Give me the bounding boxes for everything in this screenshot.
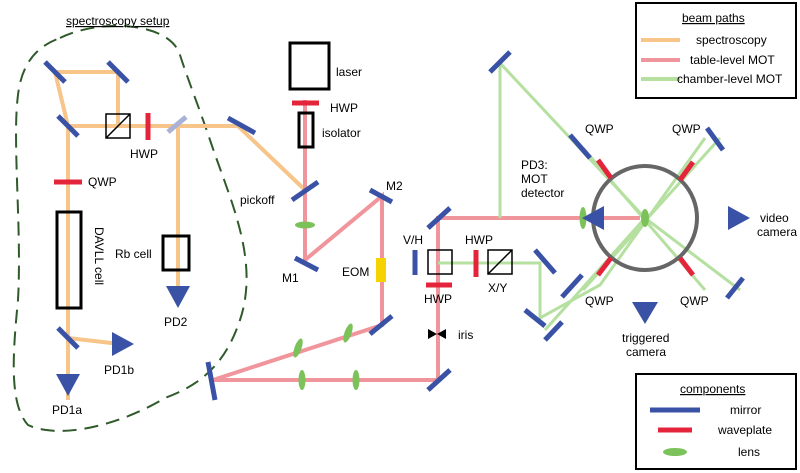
lens-table-4 [352,370,360,390]
detectors [56,206,750,396]
mirror-spec-left [56,114,80,138]
label-qwp-tr: QWP [672,122,701,136]
mirror-bottom-left [205,361,218,401]
label-laser: laser [336,65,362,79]
label-qwp-tl: QWP [585,122,614,136]
mirror-spec-tr [106,60,130,84]
mirror-pickoff-top [226,115,257,136]
legend-components: components mirror waveplate lens [635,373,797,470]
label-pd3-line3: detector [521,186,564,200]
legend-label-mirror: mirror [730,403,761,417]
mirror-qwp-bl [560,273,584,299]
mirror-xy-bottom [523,308,547,328]
label-hwp-top: HWP [465,233,493,247]
mirror-qwp-tl [568,133,592,160]
label-pd1b: PD1b [104,363,134,377]
triggered-camera-icon [632,302,658,324]
legend-label-chamber-mot: chamber-level MOT [677,72,783,86]
mirror-qwp-tr [704,126,726,152]
waveplate-qwp-tr [677,160,696,182]
label-pd3-line2: MOT [521,172,548,186]
label-trig-line2: camera [626,345,666,359]
label-davll: DAVLL cell [92,227,106,285]
label-hwp-spec: HWP [130,147,158,161]
chamber-mot-beams [438,61,741,331]
mirror-xy-right [533,248,557,275]
legend-label-table-mot: table-level MOT [690,53,775,67]
label-qwp-br: QWP [680,294,709,308]
mirror-m1 [293,255,320,273]
label-iris: iris [458,328,473,342]
isolator-box [297,111,315,149]
lens-table-1 [293,338,303,358]
pd1b-detector [112,332,134,356]
beam-sampler [166,115,188,134]
video-camera-icon [728,206,750,230]
label-hwp-laser: HWP [330,101,358,115]
legend-swatch-lens [663,448,687,456]
mirror-qwp-br [725,276,745,300]
laser-box [288,41,331,91]
spectroscopy-setup-outline [12,24,248,432]
legend-beam-paths: beam paths spectroscopy table-level MOT … [635,2,797,99]
label-qwp-spec: QWP [88,175,117,189]
pbs-cube-vh [427,249,453,275]
legend-label-waveplate: waveplate [717,423,772,437]
legend-label-lens: lens [738,445,760,459]
label-pd3-line1: PD3: [521,158,548,172]
label-video-line2: camera [757,225,797,239]
iris-symbol [428,329,446,339]
lens-pickoff [295,221,315,229]
label-rb-cell: Rb cell [115,247,152,261]
pbs-cube-xy [487,249,513,275]
label-pickoff: pickoff [240,193,275,207]
label-xy: X/Y [488,281,507,295]
pd3-detector [582,206,604,230]
label-m1: M1 [282,271,299,285]
lens-table-2 [343,323,353,343]
mot-center-lens [641,209,649,227]
waveplates [54,100,696,288]
lenses [293,207,587,390]
mirror-m2 [368,187,394,205]
mirror-bottom-right [426,368,452,392]
mirror-spec-tl [43,60,67,84]
legend-label-spectroscopy: spectroscopy [696,33,767,47]
label-vh: V/H [403,233,423,247]
pd2-detector [166,286,190,308]
mirror-pickoff [290,179,320,203]
eom-crystal [376,258,386,282]
legend-components-title: components [680,382,745,396]
mirror-spec-bottom [56,326,80,350]
label-pd1a: PD1a [52,403,82,417]
label-trig-line1: triggered [622,331,669,345]
lens-table-3 [298,370,306,390]
mirrors [43,50,745,401]
label-qwp-bl: QWP [585,294,614,308]
legend-beam-title: beam paths [682,11,745,25]
waveplate-qwp-br [678,256,695,277]
label-isolator: isolator [322,126,361,140]
mirror-top-chamber [488,50,512,74]
mirror-eom-bottom [368,314,394,336]
spectroscopy-setup-title: spectroscopy setup [66,14,170,28]
rb-cell-box [161,234,191,272]
mirror-bottom-chamber [543,320,564,342]
label-m2: M2 [386,179,403,193]
waveplate-qwp-tl [595,158,614,180]
label-video-line1: video [760,211,789,225]
label-pd2: PD2 [164,315,188,329]
davll-cell-box [55,210,83,310]
pbs-cube-spec [105,113,131,139]
label-eom: EOM [342,265,369,279]
beam-splitter-cubes [105,113,513,275]
label-hwp-bottom: HWP [424,292,452,306]
mirror-top-vh [426,206,452,230]
optic-boxes [55,41,331,310]
waveplate-qwp-bl [596,256,613,277]
pd1a-detector [56,374,80,396]
